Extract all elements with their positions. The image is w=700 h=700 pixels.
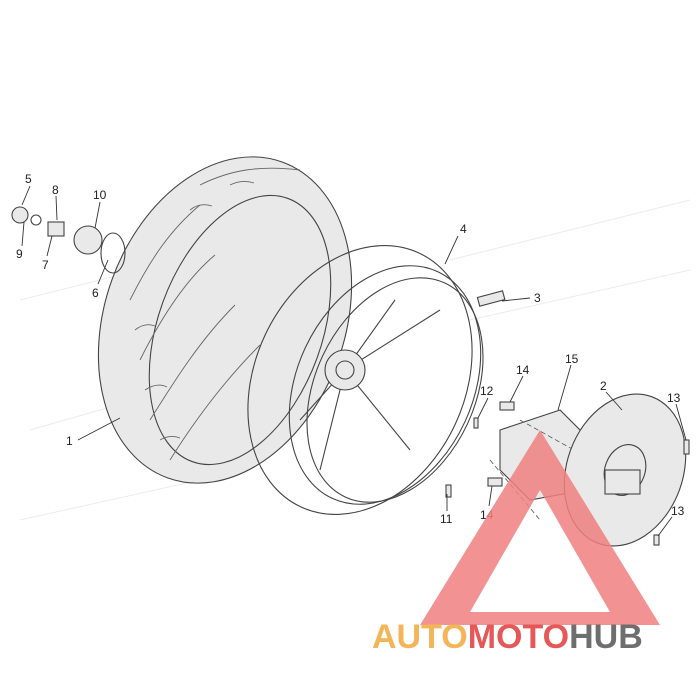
callout-7: 7 [42,258,49,272]
watermark-text-moto: MOTO [468,618,569,656]
callout-2: 2 [600,379,607,393]
callout-13-upper: 13 [667,391,681,405]
callout-12: 12 [480,384,494,398]
callout-5: 5 [25,172,32,186]
tyre [97,156,353,484]
svg-text:AUTOMOTOHUB: AUTOMOTOHUB [372,618,643,656]
callout-11: 11 [440,512,453,526]
leader-lines [21,185,687,537]
wheel-rim [247,245,484,515]
hub-parts-left [11,206,126,274]
callout-15: 15 [565,352,579,366]
bolts [445,401,690,546]
callout-14-upper: 14 [516,363,530,377]
watermark-text-hub: HUB [569,618,643,656]
callout-10: 10 [93,188,107,202]
watermark-text-auto: AUTO [372,618,468,656]
callout-6: 6 [92,286,99,300]
watermark-logo: AUTOMOTOHUB [372,430,660,656]
callout-4: 4 [460,222,467,236]
valve [476,290,506,307]
callout-8: 8 [52,183,59,197]
callout-9: 9 [16,247,23,261]
callout-3: 3 [534,291,541,305]
watermark-triangle-icon [420,430,660,625]
callout-13-lower: 13 [671,504,685,518]
callout-1: 1 [66,434,73,448]
